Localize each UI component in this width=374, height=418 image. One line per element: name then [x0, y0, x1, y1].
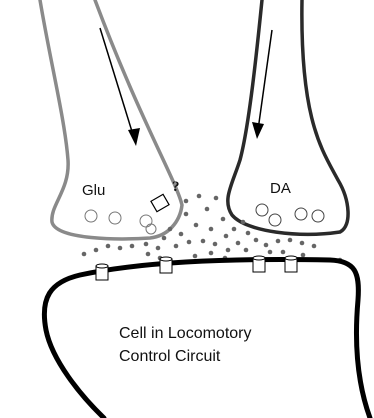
postsynaptic-receptor-1 — [96, 264, 108, 280]
vesicle — [256, 204, 268, 216]
question-mark: ? — [172, 179, 180, 195]
cell-label-line1: Cell in Locomotory — [119, 325, 252, 342]
vesicle — [85, 210, 97, 222]
da-vesicles — [256, 204, 324, 226]
vesicle — [140, 215, 152, 227]
glu-arrow — [100, 28, 140, 146]
vesicle — [295, 208, 307, 220]
presynaptic-receptor — [151, 194, 169, 211]
postsynaptic-receptor-4 — [285, 256, 297, 272]
glu-vesicles — [85, 210, 156, 234]
da-terminal — [228, 0, 348, 234]
da-label: DA — [270, 180, 291, 197]
transmitter-dots — [82, 194, 343, 263]
glu-label: Glu — [82, 182, 105, 199]
da-arrow — [252, 30, 272, 139]
vesicle — [269, 214, 281, 226]
cell-label-line2: Control Circuit — [119, 348, 221, 365]
vesicle — [146, 224, 156, 234]
vesicle — [312, 210, 324, 222]
postsynaptic-receptor-2 — [160, 257, 172, 273]
postsynaptic-receptor-3 — [253, 256, 265, 272]
vesicle — [109, 212, 121, 224]
